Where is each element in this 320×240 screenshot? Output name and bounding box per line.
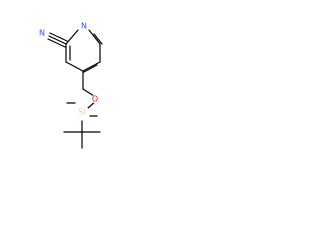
oxygen-label: O (92, 95, 98, 104)
atom-pyridine-n: N (81, 22, 87, 31)
bond-c5-c4 (82, 61, 101, 72)
pyridine-ring (65, 29, 103, 73)
nitrile-n-label: N (39, 29, 45, 38)
bond-ch2-o (82, 88, 95, 97)
structure-diagram: N N O Si (39, 22, 103, 149)
silicon-label-bg (78, 108, 88, 116)
bond-c2-n1 (65, 29, 79, 45)
bond-c5-c4-inner (83, 64, 98, 73)
atom-nitrile-n: N (39, 29, 45, 38)
silicon-label: Si (78, 108, 85, 117)
oxygen-label-bg (91, 95, 99, 103)
bond-c4-c3 (65, 61, 84, 72)
atom-oxygen: O (91, 95, 99, 104)
bond-n1-c6-inner (93, 33, 103, 45)
bond-n1-c6 (88, 29, 101, 45)
molecule-canvas: N N O Si (0, 0, 150, 150)
pyridine-n-label: N (81, 22, 87, 31)
silyl-substituents (63, 102, 101, 149)
nitrile-triple-bond (47, 32, 68, 48)
atom-silicon: Si (78, 108, 88, 117)
